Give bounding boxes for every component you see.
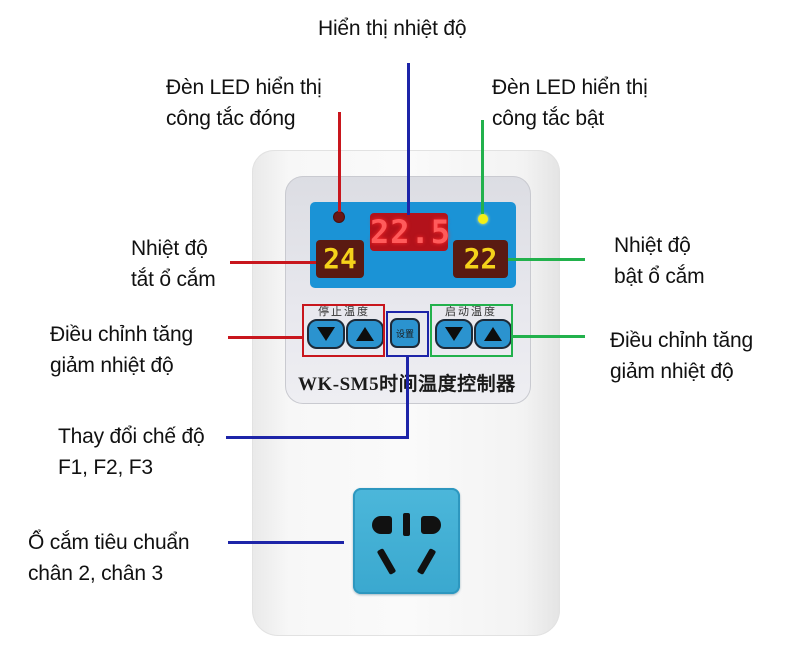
arrow-up-icon	[484, 327, 502, 341]
model-name: WK-SM5时间温度控制器	[298, 369, 528, 396]
label-mode-line2: F1, F2, F3	[58, 456, 153, 479]
set-mode-button[interactable]: 设置	[390, 318, 420, 348]
on-temperature-display: 22	[453, 240, 508, 278]
leader-line-temp-on	[508, 258, 585, 261]
label-temp-on-line2: bật ổ cắm	[614, 265, 705, 288]
arrow-down-icon	[317, 327, 335, 341]
socket-hole-center	[403, 513, 410, 536]
label-temp-on-line1: Nhiệt độ	[614, 234, 691, 257]
label-led-off-line2: công tắc đóng	[166, 107, 296, 130]
socket-hole-bottom-right	[416, 548, 437, 575]
label-temperature-display: Hiển thị nhiệt độ	[318, 17, 467, 40]
power-socket	[353, 488, 460, 594]
arrow-up-icon	[356, 327, 374, 341]
leader-line-adjust-right	[513, 335, 585, 338]
label-adjust-right-line2: giảm nhiệt độ	[610, 360, 734, 383]
label-led-off-line1: Đèn LED hiển thị	[166, 76, 322, 99]
led-indicator-on	[478, 214, 488, 224]
start-temp-up-button[interactable]	[474, 319, 512, 349]
stop-temp-down-button[interactable]	[307, 319, 345, 349]
off-temperature-display: 24	[316, 240, 364, 278]
label-socket-line2: chân 2, chân 3	[28, 562, 163, 585]
socket-hole-bottom-left	[376, 548, 397, 575]
stop-temp-highlight-frame	[302, 304, 385, 357]
socket-hole-right	[421, 516, 441, 534]
leader-line-mode-horizontal	[226, 436, 409, 439]
leader-line-temp-off	[230, 261, 316, 264]
set-button-highlight-frame	[386, 311, 429, 357]
stop-temp-label: 停止温度	[318, 305, 370, 318]
label-temp-off-line1: Nhiệt độ	[131, 237, 208, 260]
leader-line-led-off	[338, 112, 341, 212]
socket-hole-left	[372, 516, 392, 534]
leader-line-socket	[228, 541, 344, 544]
start-temp-down-button[interactable]	[435, 319, 473, 349]
start-temp-highlight-frame	[430, 304, 513, 357]
start-temp-label: 启动温度	[445, 305, 497, 318]
label-adjust-left-line2: giảm nhiệt độ	[50, 354, 174, 377]
main-temperature-display: 22.5	[370, 213, 452, 251]
leader-line-display	[407, 63, 410, 215]
leader-line-adjust-left	[228, 336, 302, 339]
label-led-on-line1: Đèn LED hiển thị	[492, 76, 648, 99]
label-temp-off-line2: tắt ổ cắm	[131, 268, 216, 291]
led-indicator-off	[334, 212, 344, 222]
leader-line-led-on	[481, 120, 484, 214]
arrow-down-icon	[445, 327, 463, 341]
leader-line-mode-vertical	[406, 357, 409, 438]
label-led-on-line2: công tắc bật	[492, 107, 605, 130]
label-adjust-right-line1: Điều chỉnh tăng	[610, 329, 753, 352]
label-adjust-left-line1: Điều chỉnh tăng	[50, 323, 193, 346]
label-mode-line1: Thay đổi chế độ	[58, 425, 205, 448]
label-socket-line1: Ổ cắm tiêu chuẩn	[28, 531, 190, 554]
